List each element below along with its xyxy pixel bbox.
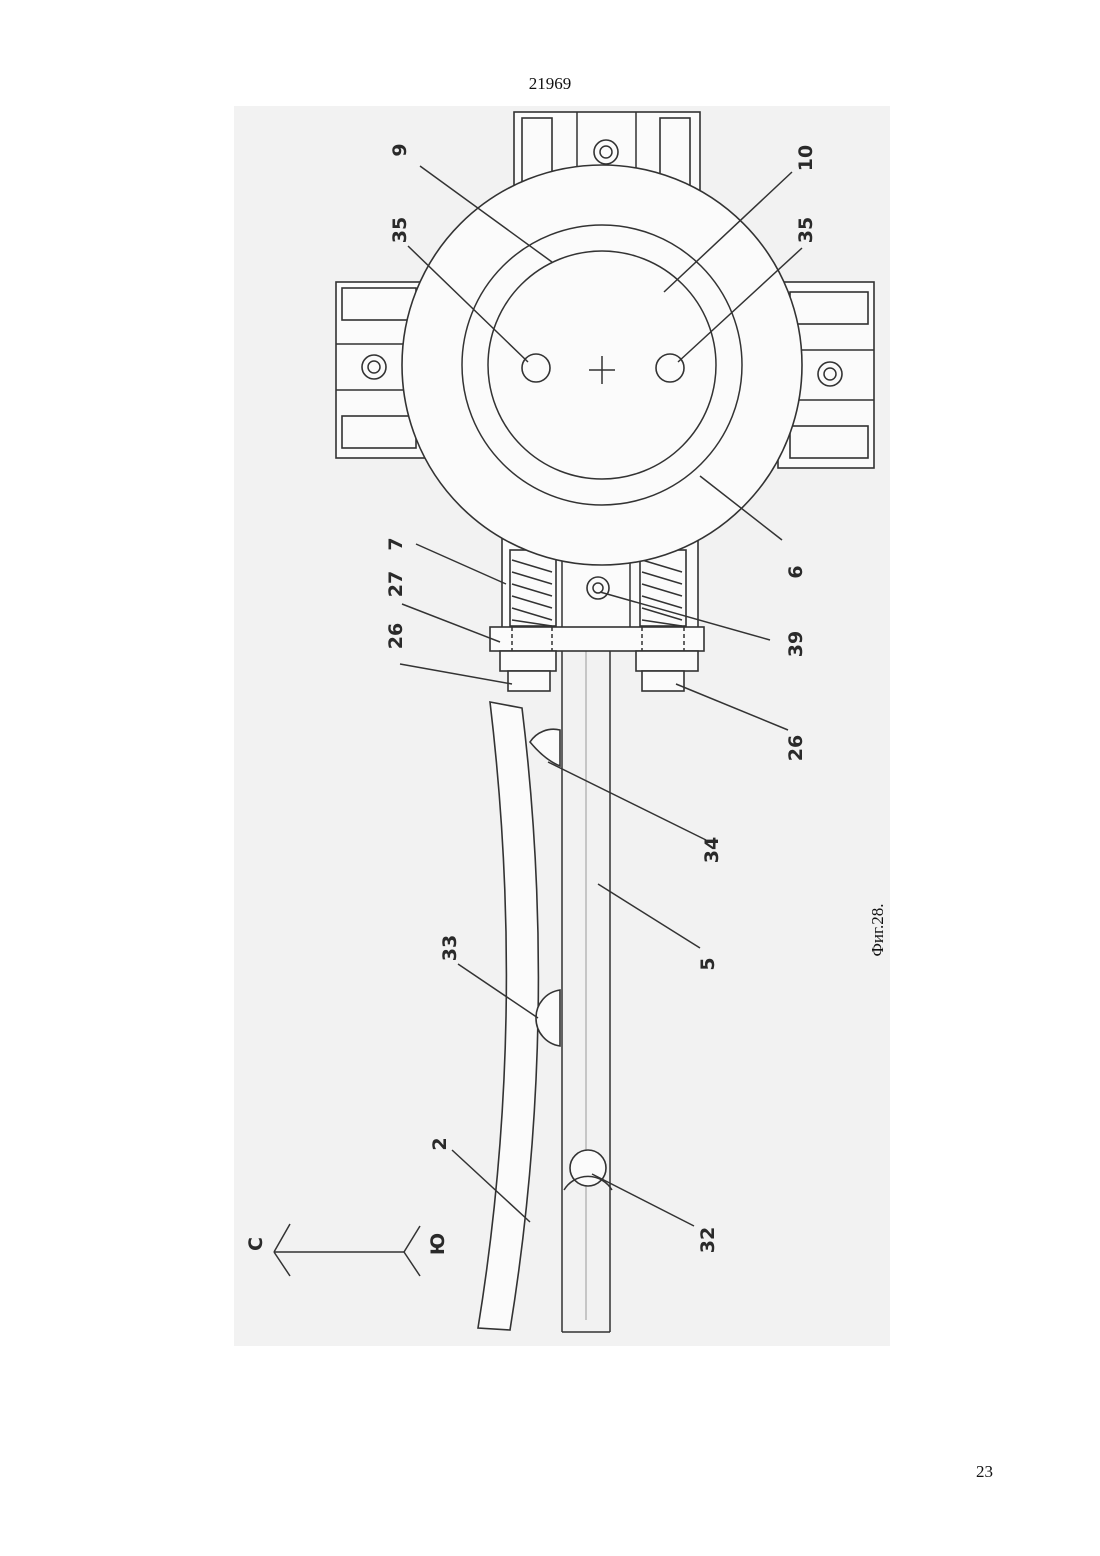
label-33: 33 <box>439 935 461 961</box>
rotating-disk-6 <box>402 165 802 565</box>
label-7: 7 <box>385 537 407 550</box>
clamp-plate-27 <box>490 627 704 651</box>
label-9: 9 <box>389 143 411 156</box>
label-39: 39 <box>785 631 807 657</box>
label-27: 27 <box>385 571 407 597</box>
label-34: 34 <box>701 837 723 863</box>
compass-label-north: С <box>245 1237 267 1251</box>
label-2: 2 <box>429 1137 451 1150</box>
figure-caption: Фиг.28. <box>868 903 887 956</box>
page-number: 23 <box>976 1462 993 1482</box>
label-5: 5 <box>697 957 719 970</box>
curved-rail-2 <box>478 702 538 1330</box>
label-35-right: 35 <box>795 217 817 243</box>
rollers <box>530 729 612 1190</box>
label-32: 32 <box>697 1227 719 1253</box>
label-6: 6 <box>785 565 807 578</box>
compass-label-south: Ю <box>427 1233 449 1255</box>
label-26-left: 26 <box>385 623 407 649</box>
label-35-left: 35 <box>389 217 411 243</box>
compass-indicator <box>274 1224 420 1276</box>
label-26-right: 26 <box>785 735 807 761</box>
label-10: 10 <box>795 145 817 171</box>
nuts-26 <box>500 651 698 691</box>
